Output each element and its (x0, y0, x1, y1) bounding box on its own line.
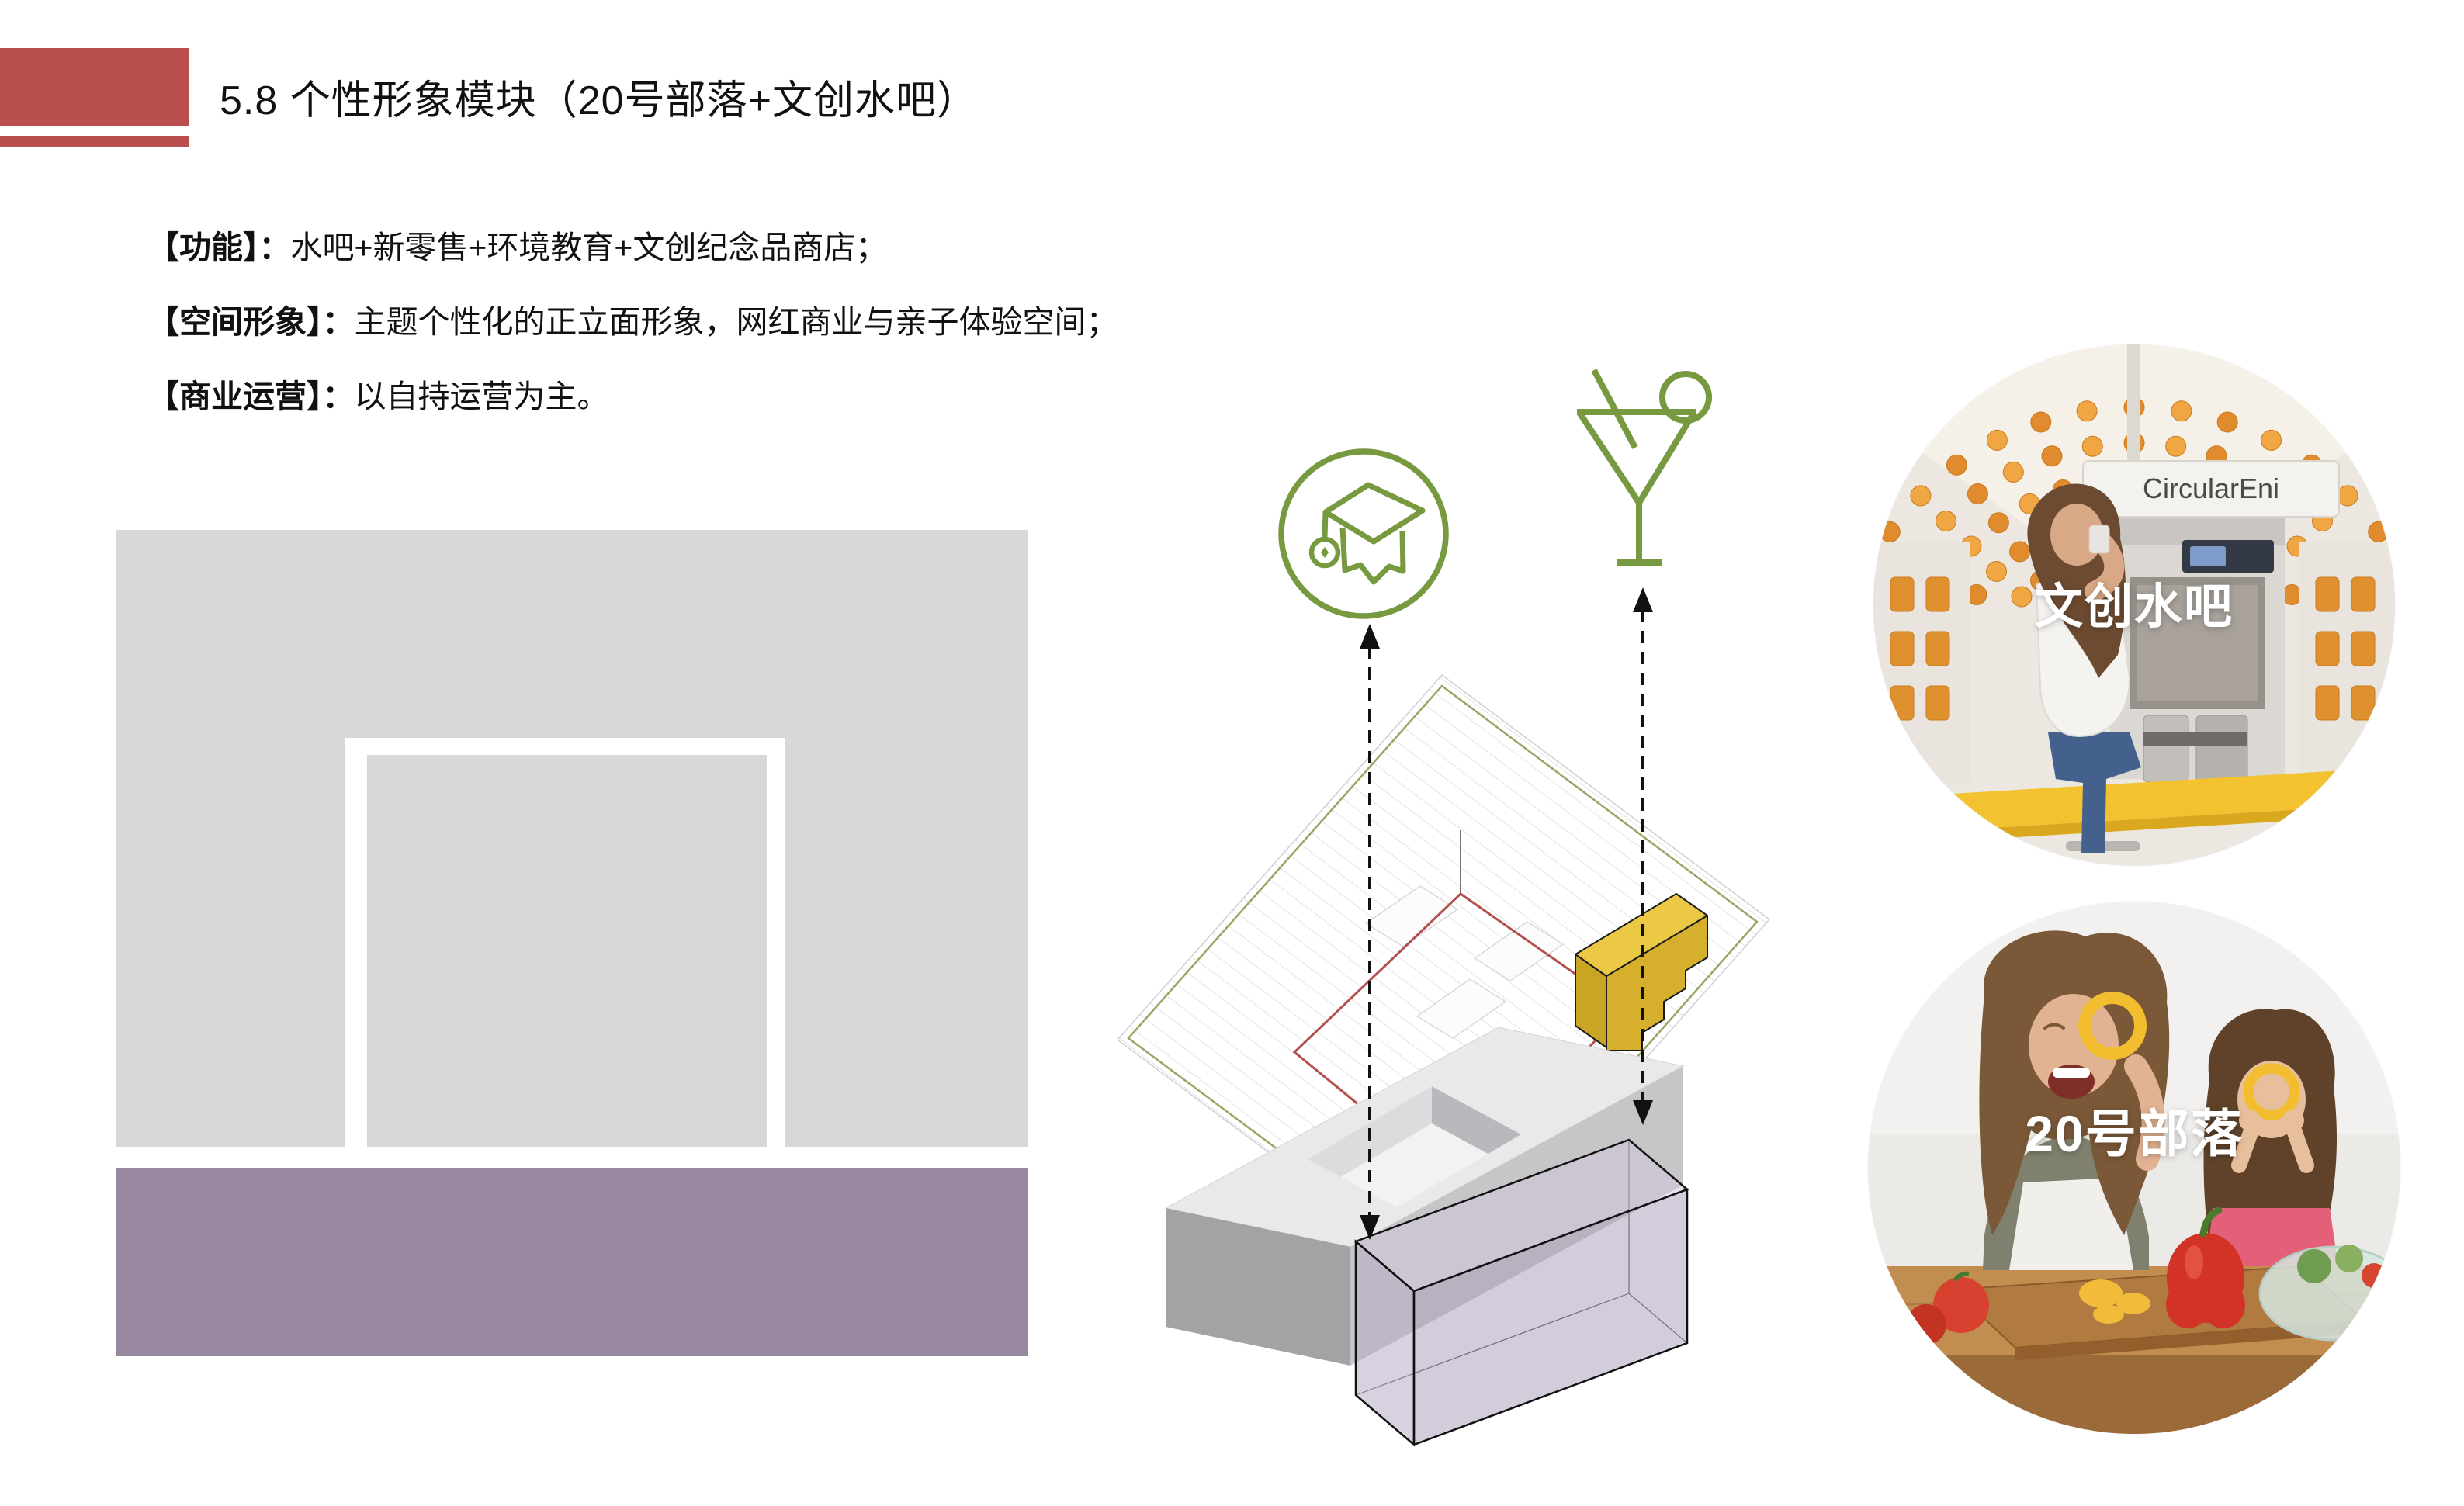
arrowhead-up-icon (1360, 624, 1380, 649)
purple-volume-hidden-edges (1355, 1140, 1688, 1396)
yellow-block-right (1575, 893, 1708, 1051)
photo-water-bar-image: CircularEni (1873, 344, 2395, 866)
brand-sign: CircularEni (2082, 460, 2340, 518)
red-bell-pepper (2166, 1207, 2245, 1328)
roof-plan (1116, 673, 1771, 1286)
arrowhead-down-icon (1360, 1215, 1380, 1240)
bottle-shelf-left (1873, 542, 1970, 783)
bullet-function-text: 水吧+新零售+环境教育+文创纪念品商店； (290, 230, 888, 265)
yellow-block-left (1320, 1106, 1461, 1248)
bullet-operation-text: 以自持运营为主。 (354, 379, 609, 414)
bullet-space-image-text: 主题个性化的正立面形象，网红商业与亲子体验空间； (354, 304, 1118, 340)
plan-rooflets (1364, 885, 1565, 1039)
link-arrow-bar (1633, 587, 1653, 1125)
mother-with-pepper-ring (1979, 930, 2170, 1270)
bullet-space-image: 【空间形象】：主题个性化的正立面形象，网红商业与亲子体验空间； (147, 303, 1118, 341)
pepper-ring-icon (2078, 992, 2147, 1060)
bullet-function-label: 【功能】： (147, 230, 291, 265)
elevation-door-panel (367, 755, 767, 1147)
elevation-base-bar (116, 1168, 1028, 1356)
plan-red-outline (1292, 892, 1627, 1189)
woman-drinking (2027, 483, 2141, 853)
photo-water-bar: CircularEni (1873, 344, 2395, 866)
link-arrow-education (1360, 624, 1380, 1240)
courtyard (1308, 1086, 1521, 1207)
photo-water-bar-caption: 文创水吧 (2034, 580, 2234, 634)
bullet-function: 【功能】：水吧+新零售+环境教育+文创纪念品商店； (147, 228, 887, 267)
brand-sign-text: CircularEni (2143, 473, 2279, 504)
title-accent-block (0, 48, 189, 126)
bullet-space-image-label: 【空间形象】： (147, 304, 355, 340)
bottle-shelf-right (2299, 542, 2395, 783)
photo-tribe20-caption: 20号部落 (2025, 1105, 2244, 1162)
cocktail-icon (1577, 369, 1712, 566)
juice-machine (2110, 517, 2285, 783)
photo-tribe20-image (1868, 902, 2400, 1434)
page-title: 5.8 个性形象模块（20号部落+文创水吧） (220, 78, 978, 123)
purple-volume (1353, 1138, 1689, 1447)
pepper-slices (2079, 1279, 2150, 1324)
title-accent-bar (0, 136, 189, 147)
photo-tribe20 (1868, 902, 2400, 1434)
bullet-operation: 【商业运营】：以自持运营为主。 (147, 377, 609, 416)
bullet-operation-label: 【商业运营】： (147, 379, 355, 414)
yellow-counter (1873, 767, 2395, 835)
building-mass (1164, 1027, 1685, 1366)
plan-green-outline (1127, 684, 1759, 1276)
pepper-ring-icon (2243, 1063, 2300, 1120)
education-cap-icon (1278, 448, 1449, 619)
arrowhead-down-icon (1633, 1100, 1653, 1125)
arrowhead-up-icon (1633, 587, 1653, 612)
